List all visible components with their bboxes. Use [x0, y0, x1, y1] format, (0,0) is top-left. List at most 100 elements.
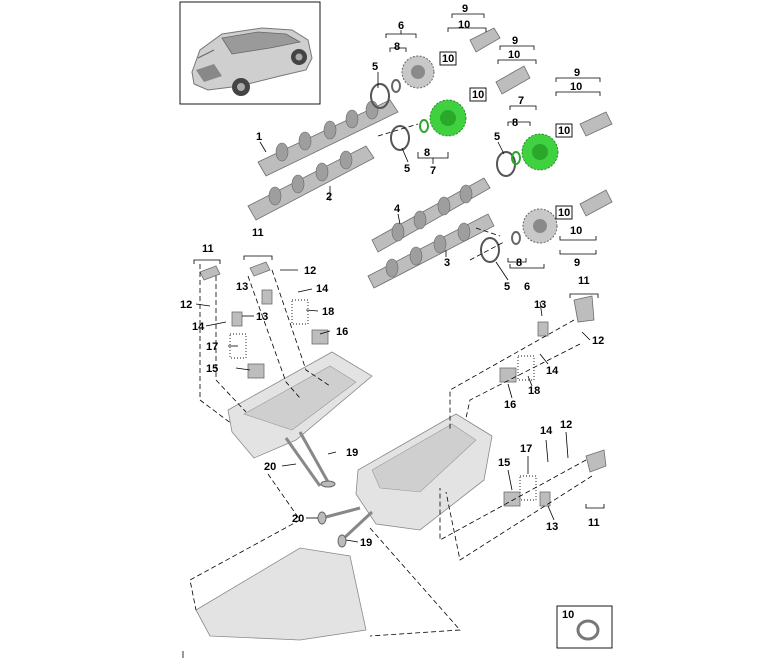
camshaft-1[interactable]: [257, 99, 399, 177]
svg-text:5: 5: [504, 281, 510, 293]
bolt-8b-highlighted[interactable]: [511, 151, 521, 165]
svg-text:14: 14: [316, 283, 329, 295]
seal-ring-5b[interactable]: [390, 125, 410, 151]
svg-text:8: 8: [394, 41, 400, 53]
svg-text:11: 11: [202, 243, 214, 255]
exhaust-valve-19b[interactable]: [337, 510, 374, 548]
svg-text:14: 14: [546, 365, 559, 377]
camshaft-adjuster-6a[interactable]: [401, 55, 435, 89]
camshaft-3[interactable]: [367, 213, 495, 289]
rocker-arm-11a[interactable]: [199, 265, 221, 281]
valve-spring-18b[interactable]: [517, 355, 535, 381]
svg-text:9: 9: [574, 67, 580, 79]
svg-text:8: 8: [512, 117, 518, 129]
svg-text:20: 20: [264, 461, 276, 473]
svg-text:10: 10: [558, 207, 570, 219]
detail-inset-10[interactable]: 10: [556, 605, 613, 649]
camshaft-adjuster-6b[interactable]: [522, 208, 558, 244]
svg-text:2: 2: [326, 191, 332, 203]
svg-text:10: 10: [570, 225, 582, 237]
hydraulic-lifter-13b[interactable]: [261, 289, 273, 305]
callout-box-10b: 10: [469, 87, 487, 102]
bolt-8a-highlighted[interactable]: [419, 119, 429, 133]
svg-text:12: 12: [560, 419, 572, 431]
vehicle-thumbnail[interactable]: [179, 1, 321, 105]
svg-text:13: 13: [236, 281, 248, 293]
bolt-8c[interactable]: [391, 79, 401, 93]
svg-text:18: 18: [322, 306, 334, 318]
seal-ring-icon: [576, 619, 600, 641]
svg-text:17: 17: [206, 341, 218, 353]
svg-text:3: 3: [444, 257, 450, 269]
rocker-arm-11c[interactable]: [573, 295, 595, 323]
svg-text:5: 5: [494, 131, 500, 143]
engine-block[interactable]: [195, 547, 367, 641]
svg-text:15: 15: [206, 363, 218, 375]
solenoid-valve-9a[interactable]: [469, 27, 501, 53]
svg-text:19: 19: [360, 537, 372, 549]
hydraulic-lifter-13c[interactable]: [537, 321, 549, 337]
svg-text:20: 20: [292, 513, 304, 525]
valve-spring-18[interactable]: [291, 299, 309, 325]
svg-text:5: 5: [404, 163, 410, 175]
svg-text:10: 10: [562, 609, 574, 621]
seal-ring-5d[interactable]: [480, 237, 500, 263]
valve-spring-17b[interactable]: [519, 475, 537, 501]
camshaft-2[interactable]: [247, 145, 375, 221]
svg-text:13: 13: [546, 521, 558, 533]
svg-text:8: 8: [516, 257, 522, 269]
camshaft-4[interactable]: [371, 177, 491, 253]
bucket-tappet-16a[interactable]: [311, 329, 329, 345]
intake-valve-20b[interactable]: [317, 506, 361, 525]
bucket-tappet-15a[interactable]: [247, 363, 265, 379]
svg-text:15: 15: [498, 457, 510, 469]
svg-text:16: 16: [336, 326, 348, 338]
callout-box-10c: 10: [555, 123, 573, 138]
rocker-arm-11d[interactable]: [585, 449, 607, 473]
svg-text:9: 9: [462, 3, 468, 15]
svg-text:6: 6: [398, 20, 404, 32]
svg-text:1: 1: [256, 131, 262, 143]
svg-text:11: 11: [578, 275, 590, 287]
svg-text:12: 12: [592, 335, 604, 347]
svg-text:13: 13: [534, 299, 546, 311]
svg-text:10: 10: [508, 49, 520, 61]
callout-box-10a: 10: [439, 51, 457, 66]
svg-text:19: 19: [346, 447, 358, 459]
solenoid-valve-9d[interactable]: [579, 189, 613, 217]
suv-icon: [191, 27, 313, 96]
valve-spring-17[interactable]: [229, 333, 247, 359]
svg-text:9: 9: [512, 35, 518, 47]
camshaft-adjuster-7b-highlighted[interactable]: [521, 133, 559, 171]
solenoid-valve-9b[interactable]: [495, 65, 531, 95]
svg-text:18: 18: [528, 385, 540, 397]
svg-text:8: 8: [424, 147, 430, 159]
svg-text:14: 14: [540, 425, 553, 437]
leader-lines: [193, 13, 605, 543]
callout-labels: 1 2 3 4 5 5 5 5 6 6 7 7 8 8 8 8 9 9 9 9 …: [180, 3, 604, 549]
solenoid-valve-9c[interactable]: [579, 111, 613, 137]
intake-valve-20a[interactable]: [284, 437, 322, 487]
svg-text:9: 9: [574, 257, 580, 269]
svg-text:10: 10: [442, 53, 454, 65]
seal-ring-5a[interactable]: [370, 83, 390, 109]
camshaft-adjuster-7a-highlighted[interactable]: [429, 99, 467, 137]
hydraulic-lifter-13a[interactable]: [231, 311, 243, 327]
svg-text:4: 4: [394, 203, 401, 215]
svg-text:10: 10: [570, 81, 582, 93]
svg-text:12: 12: [304, 265, 316, 277]
bolt-8d[interactable]: [511, 231, 521, 245]
rocker-arm-11b[interactable]: [249, 261, 271, 277]
bucket-tappet-16b[interactable]: [499, 367, 517, 383]
svg-text:10: 10: [558, 125, 570, 137]
svg-text:10: 10: [458, 19, 470, 31]
svg-text:14: 14: [192, 321, 205, 333]
cylinder-head-left[interactable]: [227, 351, 373, 459]
svg-text:5: 5: [372, 61, 378, 73]
cylinder-head-right[interactable]: [355, 413, 493, 531]
svg-text:16: 16: [504, 399, 516, 411]
hydraulic-lifter-13d[interactable]: [539, 491, 551, 507]
svg-text:11: 11: [588, 517, 600, 529]
exhaust-valve-19a[interactable]: [298, 431, 336, 488]
assembly-dash-lines: [189, 123, 593, 637]
